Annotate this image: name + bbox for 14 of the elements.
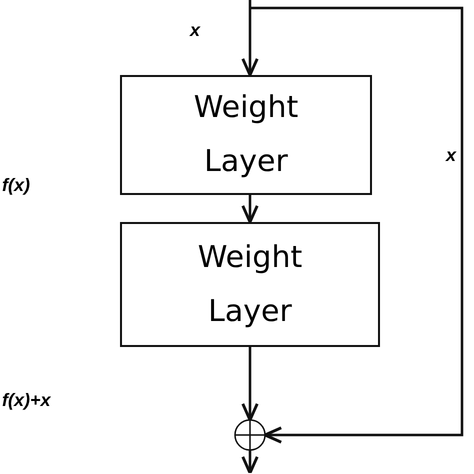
layer-box bbox=[120, 75, 372, 195]
sum-circle bbox=[234, 419, 266, 451]
formula-label: f(x) bbox=[2, 175, 30, 196]
layer-label: Weight Layer bbox=[192, 89, 300, 181]
layer-box bbox=[120, 222, 380, 347]
formula-label: f(x)+x bbox=[2, 390, 51, 411]
arrow bbox=[241, 347, 259, 422]
arrow bbox=[241, 450, 259, 474]
arrow bbox=[241, 0, 259, 76]
edge-label: x bbox=[190, 20, 200, 41]
arrow bbox=[250, 6, 464, 444]
edge-label: x bbox=[446, 145, 456, 166]
arrow bbox=[241, 195, 259, 224]
layer-label: Weight Layer bbox=[196, 238, 304, 330]
